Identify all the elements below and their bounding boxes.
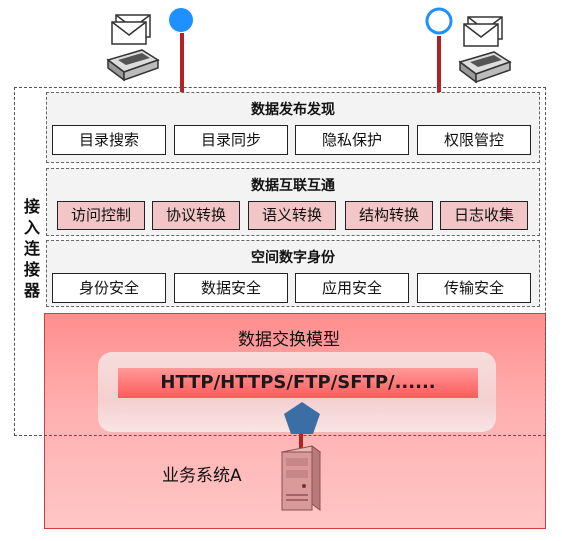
mail-icon <box>462 16 506 48</box>
layer-spatial-digital-identity: 空间数字身份 身份安全 数据安全 应用安全 传输安全 <box>46 240 540 307</box>
service-cell: 权限管控 <box>417 125 531 155</box>
service-cell: 语义转换 <box>248 201 336 230</box>
layer-title: 数据互联互通 <box>251 178 335 194</box>
business-system-label: 业务系统A <box>162 466 242 486</box>
exchange-model-title: 数据交换模型 <box>238 330 340 350</box>
layer-title: 空间数字身份 <box>251 250 335 266</box>
service-cell: 目录搜索 <box>52 125 166 155</box>
endpoint-node-hollow-icon <box>424 6 454 36</box>
layer-data-interconnect: 数据互联互通 访问控制 协议转换 语义转换 结构转换 日志收集 <box>46 168 540 236</box>
service-cell: 身份安全 <box>52 273 166 303</box>
server-connector-stem <box>299 434 303 448</box>
gateway-pentagon-icon <box>282 400 322 436</box>
access-connector-boundary <box>14 87 546 436</box>
service-cell: 目录同步 <box>174 125 288 155</box>
service-cell: 协议转换 <box>152 201 240 230</box>
layer-title: 数据发布发现 <box>251 102 335 118</box>
service-cell: 传输安全 <box>417 273 531 303</box>
mail-icon <box>110 14 154 46</box>
left-connector-stem <box>180 33 184 97</box>
inbox-tray-icon <box>104 46 160 82</box>
service-cell: 应用安全 <box>295 273 409 303</box>
service-cell: 隐私保护 <box>295 125 409 155</box>
service-cell: 日志收集 <box>440 201 528 230</box>
inbox-tray-icon <box>456 48 512 84</box>
server-icon <box>276 444 324 514</box>
layer-data-publish-discovery: 数据发布发现 目录搜索 目录同步 隐私保护 权限管控 <box>46 92 540 163</box>
service-cell: 结构转换 <box>345 201 433 230</box>
service-cell: 数据安全 <box>174 273 288 303</box>
protocol-bar: HTTP/HTTPS/FTP/SFTP/...... <box>118 368 478 398</box>
endpoint-node-filled-icon <box>167 6 195 34</box>
access-connector-label: 接入连接器 <box>23 197 40 300</box>
service-cell: 访问控制 <box>57 201 145 230</box>
right-connector-stem <box>437 36 441 97</box>
